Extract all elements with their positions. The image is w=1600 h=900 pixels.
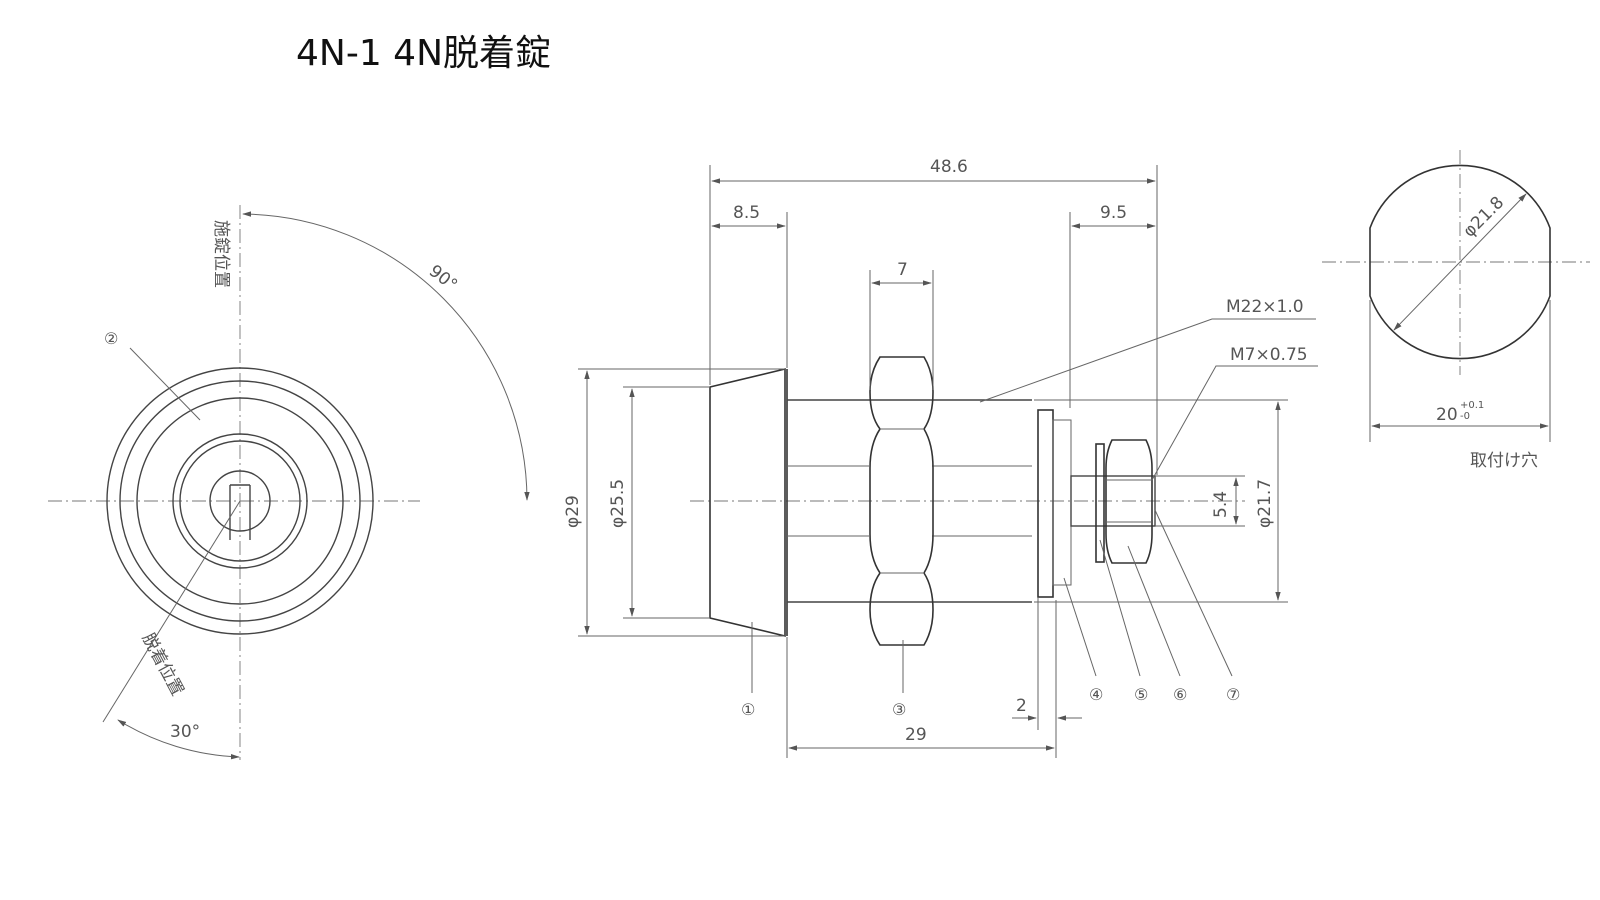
- dim-end-length: 9.5: [1100, 203, 1127, 223]
- mounting-hole-label: 取付け穴: [1470, 451, 1538, 471]
- hole-tol-lower: -0: [1460, 411, 1470, 422]
- part-1-balloon: ①: [741, 700, 755, 719]
- part-5-balloon: ⑤: [1134, 685, 1148, 704]
- hole-tol-upper: +0.1: [1460, 400, 1484, 411]
- release-position-label: 脱着位置: [138, 630, 188, 699]
- mounting-hole-view: [1322, 150, 1590, 442]
- hole-width-label: 20: [1436, 405, 1458, 425]
- part-6-balloon: ⑥: [1173, 685, 1187, 704]
- dim-overall-length: 48.6: [930, 157, 968, 177]
- dim-gap-label: 2: [1016, 696, 1027, 716]
- dim-head-length: 8.5: [733, 203, 760, 223]
- dia-21-7-label: φ21.7: [1255, 479, 1275, 528]
- dia-29-label: φ29: [563, 495, 583, 528]
- angle-90-label: 90°: [425, 261, 461, 295]
- part-4-balloon: ④: [1089, 685, 1103, 704]
- dim-body-length: 29: [905, 725, 927, 745]
- thread-main-label: M22×1.0: [1226, 297, 1304, 317]
- dim-5-4-label: 5.4: [1211, 491, 1231, 518]
- page-title: 4N-1 4N脱着錠: [296, 33, 552, 74]
- hole-dia-label: φ21.8: [1459, 193, 1508, 242]
- angle-30-label: 30°: [170, 722, 200, 742]
- thread-small-label: M7×0.75: [1230, 345, 1308, 365]
- dia-25-5-label: φ25.5: [608, 479, 628, 528]
- part-7-balloon: ⑦: [1226, 685, 1240, 704]
- part-2-balloon: ②: [104, 329, 118, 348]
- front-view: [48, 205, 530, 760]
- part-3-balloon: ③: [892, 700, 906, 719]
- lock-position-label: 施錠位置: [211, 220, 231, 288]
- dim-nut-width: 7: [897, 260, 908, 280]
